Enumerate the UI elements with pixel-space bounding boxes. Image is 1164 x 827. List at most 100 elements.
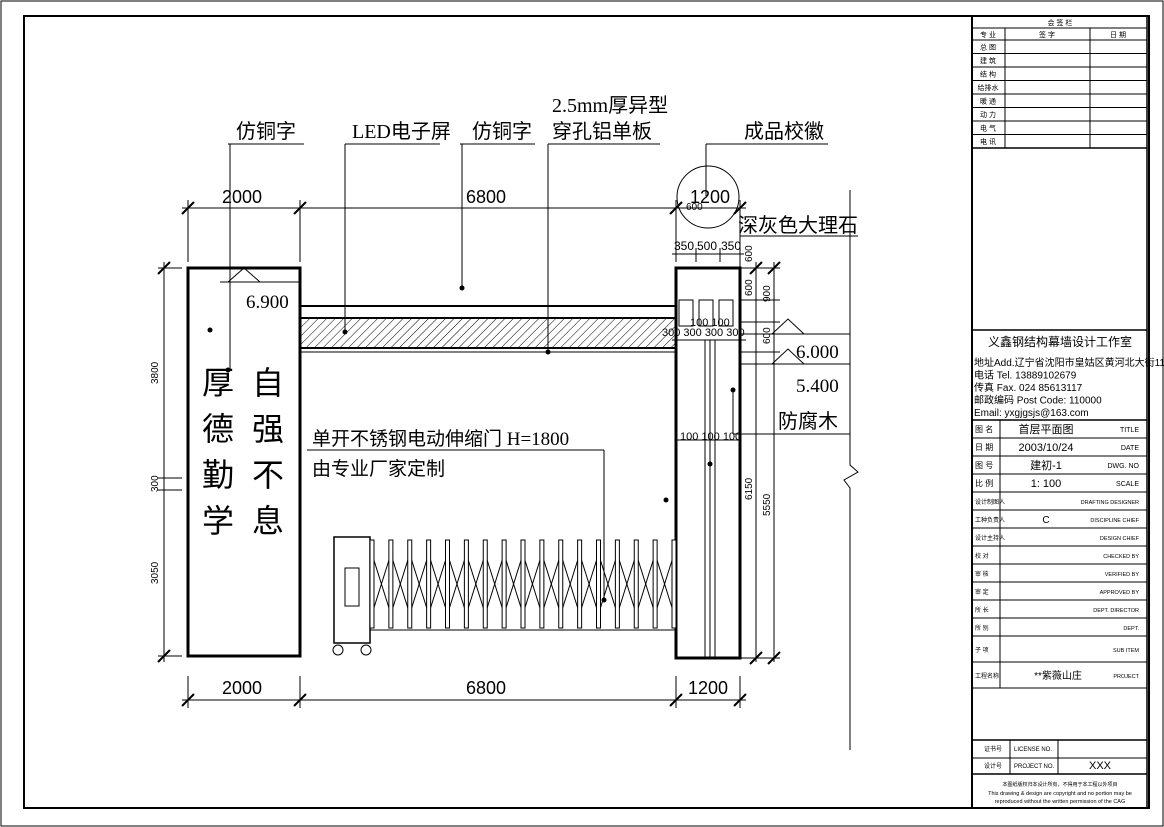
sign-header: 签 字 — [1039, 30, 1055, 39]
title-row-label: 所 长 — [975, 606, 989, 614]
dim-post-mid: 100 100 100 — [680, 431, 741, 443]
firm-name: 义鑫钢结构幕墙设计工作室 — [988, 334, 1132, 349]
gate-post — [463, 539, 469, 629]
gate-post — [407, 539, 413, 629]
gate-control-box — [333, 536, 371, 644]
dim-beam: 300 300 300 300 — [662, 327, 745, 339]
motto-right-1: 自 — [252, 365, 284, 401]
gate-cross-bar — [635, 553, 656, 615]
gate-post — [520, 539, 526, 629]
title-row-label: 设计制图人 — [975, 498, 1005, 506]
title-row-value: 2003/10/24 — [1018, 442, 1073, 454]
motto-left-3: 勤 — [202, 457, 234, 493]
motto-right: 自 强 不 息 — [252, 365, 284, 539]
label-copper-left: 仿铜字 — [236, 120, 296, 143]
title-row-label: 日 期 — [975, 443, 993, 452]
gate-post — [482, 539, 488, 629]
gate-cross-bar — [616, 553, 637, 615]
leader-dot-3 — [459, 285, 465, 291]
sign-row-label: 电 讯 — [980, 137, 996, 146]
motto-right-4: 息 — [252, 503, 284, 539]
label-gate-2: 由专业厂家定制 — [312, 458, 445, 480]
gate-post — [501, 539, 507, 629]
gate-post — [652, 539, 658, 629]
project-no: XXX — [1089, 760, 1112, 772]
gate-cross-bar — [447, 553, 467, 615]
dimension-lines — [157, 200, 781, 708]
gate-cross-bar — [371, 553, 392, 615]
motto-right-3: 不 — [252, 457, 284, 493]
break-line — [843, 190, 859, 750]
gate-post — [596, 539, 601, 629]
title-row-en: SCALE — [1116, 481, 1139, 488]
gate-post — [614, 539, 620, 629]
label-marble: 深灰色大理石 — [738, 214, 858, 237]
gate-cross-bar — [654, 553, 675, 615]
post-box-3 — [718, 299, 734, 327]
title-row-en: DEPT. DIRECTOR — [1093, 608, 1139, 614]
dim-marble-a: 350 — [674, 239, 694, 253]
title-row-en: SUB ITEM — [1113, 648, 1139, 654]
leader-dot-6 — [730, 387, 736, 393]
dim-left-3800: 3800 — [150, 361, 161, 384]
title-row-en: DATE — [1121, 445, 1139, 452]
gate-post — [369, 539, 375, 629]
copyright-cn: 本图纸版权归本设计所有，不得用于本工程以外项目 — [1002, 781, 1117, 788]
firm-info-line: Email: yxgjgsjs@163.com — [974, 408, 1089, 419]
gate-cross-bar — [465, 553, 486, 615]
elev-690: 6.900 — [246, 292, 289, 313]
elev-marker-690 — [226, 267, 262, 283]
retractable-gate — [332, 536, 677, 656]
title-row-value: **紫薇山庄 — [1034, 669, 1082, 682]
gate-cross-bar — [579, 553, 599, 615]
license-label: 证书号 — [984, 745, 1002, 753]
gate-post — [426, 539, 432, 629]
label-wood: 防腐木 — [778, 410, 838, 433]
motto-left-1: 厚 — [202, 365, 234, 401]
leader-dot-8 — [601, 597, 607, 603]
title-row-value: C — [1042, 515, 1049, 526]
title-block: 会 签 栏专 业签 字日 期总 图建 筑结 构给排水暖 通动 力电 气电 讯义鑫… — [972, 16, 1164, 808]
dim-left-3050: 3050 — [150, 561, 161, 584]
gate-post — [671, 539, 677, 629]
title-row-en: DISCIPLINE CHIEF — [1090, 518, 1139, 524]
post-box-2 — [698, 299, 714, 327]
dim-bot-right: 1200 — [688, 678, 728, 698]
emblem-circle — [676, 165, 740, 229]
project-en: PROJECT NO. — [1014, 764, 1055, 770]
gate-post — [577, 539, 583, 629]
label-panel-2: 穿孔铝单板 — [552, 120, 652, 143]
title-row-value: 建初-1 — [1030, 458, 1062, 472]
sign-row-label: 给排水 — [978, 83, 999, 92]
dim-right-v1: 600 — [744, 245, 755, 262]
leader-dot-7 — [707, 461, 713, 467]
project-label: 设计号 — [984, 762, 1002, 770]
dim-6150: 6150 — [744, 477, 755, 500]
dim-top-right: 1200 — [690, 187, 730, 207]
right-pillar — [674, 266, 742, 660]
dim-right-v4: 600 — [762, 327, 773, 344]
dim-top-left: 2000 — [222, 187, 262, 207]
gate-cross-bar — [503, 553, 524, 615]
title-row-en: APPROVED BY — [1100, 590, 1140, 596]
motto-left-4: 学 — [202, 503, 234, 539]
title-row-en: PROJECT — [1113, 674, 1139, 680]
gate-cross-bar — [428, 553, 448, 615]
title-row-label: 审 核 — [975, 570, 989, 578]
dim-emblem: 600 — [686, 202, 703, 213]
label-copper-mid: 仿铜字 — [472, 120, 532, 143]
title-row-label: 审 定 — [975, 588, 989, 596]
title-row-en: DWG. NO — [1108, 463, 1140, 470]
gate-cross-bar — [541, 553, 562, 615]
leader-dot-5 — [225, 367, 231, 373]
motto-left-2: 德 — [202, 411, 234, 447]
dim-top-mid: 6800 — [466, 187, 506, 207]
gate-post — [445, 539, 450, 629]
label-led: LED电子屏 — [352, 120, 451, 143]
dim-left-300: 300 — [150, 475, 161, 492]
elev-540: 5.400 — [796, 376, 839, 397]
title-row-label: 所 别 — [975, 624, 989, 632]
sign-row-label: 动 力 — [980, 110, 996, 119]
copyright-en-2: reproduced without the written permissio… — [995, 799, 1126, 805]
